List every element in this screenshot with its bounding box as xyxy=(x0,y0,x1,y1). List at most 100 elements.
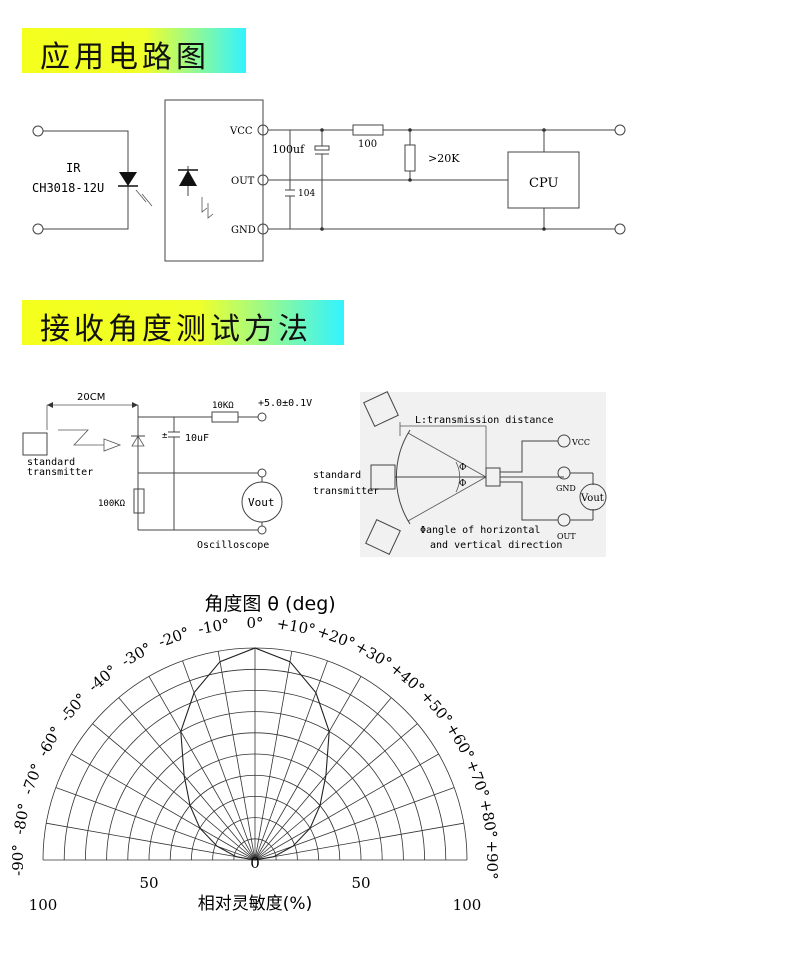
cap-104-label: 104 xyxy=(298,189,315,199)
transmission-distance-label: L:transmission distance xyxy=(415,415,553,426)
vout-meter xyxy=(241,481,283,523)
signal-lightning-icon xyxy=(58,429,104,446)
cap-polarity: ± xyxy=(162,431,168,441)
angle-transmitter-label-1: standard xyxy=(313,470,361,481)
angle-tick-label: -50° xyxy=(56,690,90,726)
cpu-label: CPU xyxy=(529,176,558,191)
angle-tick-label: -40° xyxy=(85,661,121,695)
polar-grid xyxy=(42,647,468,861)
angle-tick-label: -30° xyxy=(118,639,154,670)
angle-tick-label: +60° xyxy=(443,720,478,763)
angle-tick-label: +70° xyxy=(463,757,493,800)
angle-tick-label: -70° xyxy=(18,761,46,797)
angle-tick-label: +80° xyxy=(476,798,501,840)
ir-label: IR xyxy=(66,161,81,175)
angle-tick-label: +30° xyxy=(352,637,395,672)
radial-labels: 100 50 0 50 100 xyxy=(29,854,482,914)
application-circuit-diagram: IR CH3018-12U VCC OUT GND 104 100uf 100 … xyxy=(32,99,626,262)
transmitter-label-1: standard xyxy=(27,457,75,468)
vout-meter-right xyxy=(579,483,607,511)
angle-tick-label: -60° xyxy=(34,723,65,759)
vcc-pin-label: VCC xyxy=(229,126,253,137)
radial-tick-label: 50 xyxy=(139,874,158,892)
grid-spoke xyxy=(55,787,256,861)
supply-voltage-label: +5.0±0.1V xyxy=(258,398,312,409)
grid-spoke xyxy=(254,723,418,861)
vout-right-label: Vout xyxy=(580,493,604,504)
grid-spoke xyxy=(182,660,256,861)
chart-xlabel: 相对灵敏度(%) xyxy=(198,894,312,914)
angle-description-1: Φangle of horizontal xyxy=(420,525,540,536)
sensitivity-curve xyxy=(180,647,330,861)
gnd-pin-label: GND xyxy=(231,225,256,236)
resistor-100k-label: 100KΩ xyxy=(98,499,126,509)
radial-tick-label: 50 xyxy=(351,874,370,892)
terminal-bottom-right xyxy=(614,223,626,235)
photodiode-icon xyxy=(131,435,145,447)
angle-tick-label: +40° xyxy=(387,659,429,698)
grid-spoke xyxy=(92,723,256,861)
resistor-100k xyxy=(133,488,145,514)
resistor-20k-label: >20K xyxy=(428,152,460,165)
out-label: OUT xyxy=(557,532,576,541)
phi-lower-label: Φ xyxy=(459,479,466,489)
angle-tick-label: +90° xyxy=(483,840,501,879)
photodiode-icon xyxy=(179,170,197,186)
banner-background xyxy=(22,28,246,73)
angle-test-background xyxy=(360,392,606,557)
cap-100uf-label: 100uf xyxy=(272,143,305,156)
transmitter-lower xyxy=(365,519,401,555)
grid-spoke xyxy=(46,822,256,861)
section-banner-test-method: 接收角度测试方法 xyxy=(22,300,344,347)
angle-tick-label: -80° xyxy=(10,802,33,836)
section-banner-application: 应用电路图 xyxy=(22,28,246,75)
standard-transmitter-box xyxy=(22,432,48,456)
angle-tick-label: -90° xyxy=(9,844,27,876)
angle-tick-label: +10° xyxy=(275,614,317,639)
grid-spoke xyxy=(217,651,256,861)
test-circuit-diagram: 20CM standard transmitter 10KΩ +5.0±0.1V… xyxy=(22,391,607,557)
resistor-100-label: 100 xyxy=(358,139,377,150)
angle-tick-label: -20° xyxy=(156,623,192,651)
banner-background xyxy=(22,300,344,345)
phi-upper-label: Φ xyxy=(459,463,466,473)
section-title-test-method: 接收角度测试方法 xyxy=(40,312,312,347)
cap-10uf-label: 10uF xyxy=(185,433,209,444)
radial-tick-label: 0 xyxy=(250,854,260,872)
vout-label: Vout xyxy=(248,496,275,509)
grid-spoke xyxy=(254,697,392,861)
transmitter-upper xyxy=(363,391,399,427)
gnd-label: GND xyxy=(556,484,576,493)
grid-spoke xyxy=(148,676,256,861)
section-title-application: 应用电路图 xyxy=(40,40,210,75)
radial-tick-label: 100 xyxy=(453,896,482,914)
grid-spoke xyxy=(254,660,328,861)
resistor-100 xyxy=(352,124,384,136)
radial-tick-label: 100 xyxy=(29,896,58,914)
grid-spoke xyxy=(254,651,293,861)
vcc-label: VCC xyxy=(571,438,590,447)
grid-spoke xyxy=(254,676,362,861)
grid-spoke xyxy=(254,787,455,861)
out-pin-label: OUT xyxy=(231,176,255,187)
transmitter-label-2: transmitter xyxy=(27,467,93,478)
angle-tick-label: +50° xyxy=(417,687,456,729)
grid-spoke xyxy=(118,697,256,861)
chart-title: 角度图 θ (deg) xyxy=(204,593,335,615)
sensitivity-curve-line xyxy=(180,647,330,861)
angle-description-2: and vertical direction xyxy=(430,540,562,551)
angle-tick-label: 0° xyxy=(246,614,263,632)
receiver-module xyxy=(164,99,264,262)
oscilloscope-label: Oscilloscope xyxy=(197,540,269,551)
angle-tick-label: +20° xyxy=(315,622,358,652)
terminal-top-right xyxy=(614,124,626,136)
angle-transmitter-label-2: transmitter xyxy=(313,486,379,497)
grid-spoke xyxy=(71,753,256,861)
ir-led-icon xyxy=(119,172,137,186)
angle-tick-label: -10° xyxy=(197,615,231,638)
part-number-label: CH3018-12U xyxy=(32,181,104,195)
grid-spoke xyxy=(254,822,464,861)
resistor-10k-label: 10KΩ xyxy=(212,401,234,411)
distance-label: 20CM xyxy=(77,392,105,403)
